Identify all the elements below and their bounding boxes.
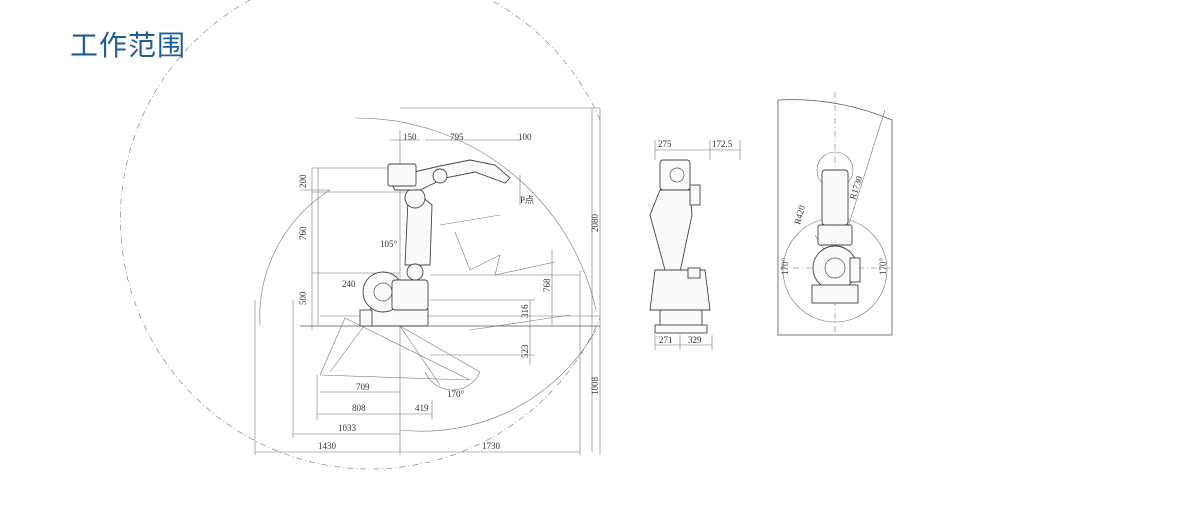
label-808: 808 [352, 403, 366, 413]
front-view: 275 172.5 271 329 [649, 139, 741, 350]
label-r420: R420 [792, 204, 807, 226]
label-150: 150 [403, 132, 417, 142]
label-1008: 1008 [590, 377, 600, 396]
label-172-5: 172.5 [712, 139, 733, 149]
label-329: 329 [688, 335, 702, 345]
label-419: 419 [415, 403, 429, 413]
label-170-deg: 170° [447, 389, 465, 399]
label-1430: 1430 [318, 441, 337, 451]
label-523: 523 [520, 344, 530, 358]
label-709: 709 [356, 382, 370, 392]
label-200: 200 [298, 174, 308, 188]
label-768: 768 [542, 278, 552, 292]
lower-reach-arc [399, 329, 597, 432]
label-1730: 1730 [482, 441, 501, 451]
label-760: 760 [298, 226, 308, 240]
outer-reach-arc [354, 117, 597, 311]
label-100: 100 [518, 132, 532, 142]
label-500: 500 [298, 291, 308, 305]
top-view: R420 R1730 170° 170° [777, 92, 893, 336]
reach-envelope [120, 0, 601, 470]
label-170-right: 170° [878, 258, 888, 276]
page-title: 工作范围 [70, 29, 187, 62]
side-view: 150 795 100 200 760 500 240 105° P点 2080… [120, 0, 601, 470]
label-316: 316 [520, 304, 530, 318]
robot-side [359, 159, 511, 327]
label-2080: 2080 [590, 214, 600, 233]
label-240: 240 [342, 279, 356, 289]
label-795: 795 [450, 132, 464, 142]
label-170-left: 170° [780, 258, 790, 276]
label-275: 275 [658, 139, 672, 149]
label-r1730: R1730 [847, 174, 864, 200]
robot-top [811, 169, 861, 304]
label-p-point: P点 [520, 195, 534, 205]
label-1033: 1033 [338, 423, 357, 433]
label-105-deg: 105° [380, 239, 398, 249]
label-271: 271 [659, 335, 673, 345]
robot-front [649, 159, 711, 334]
